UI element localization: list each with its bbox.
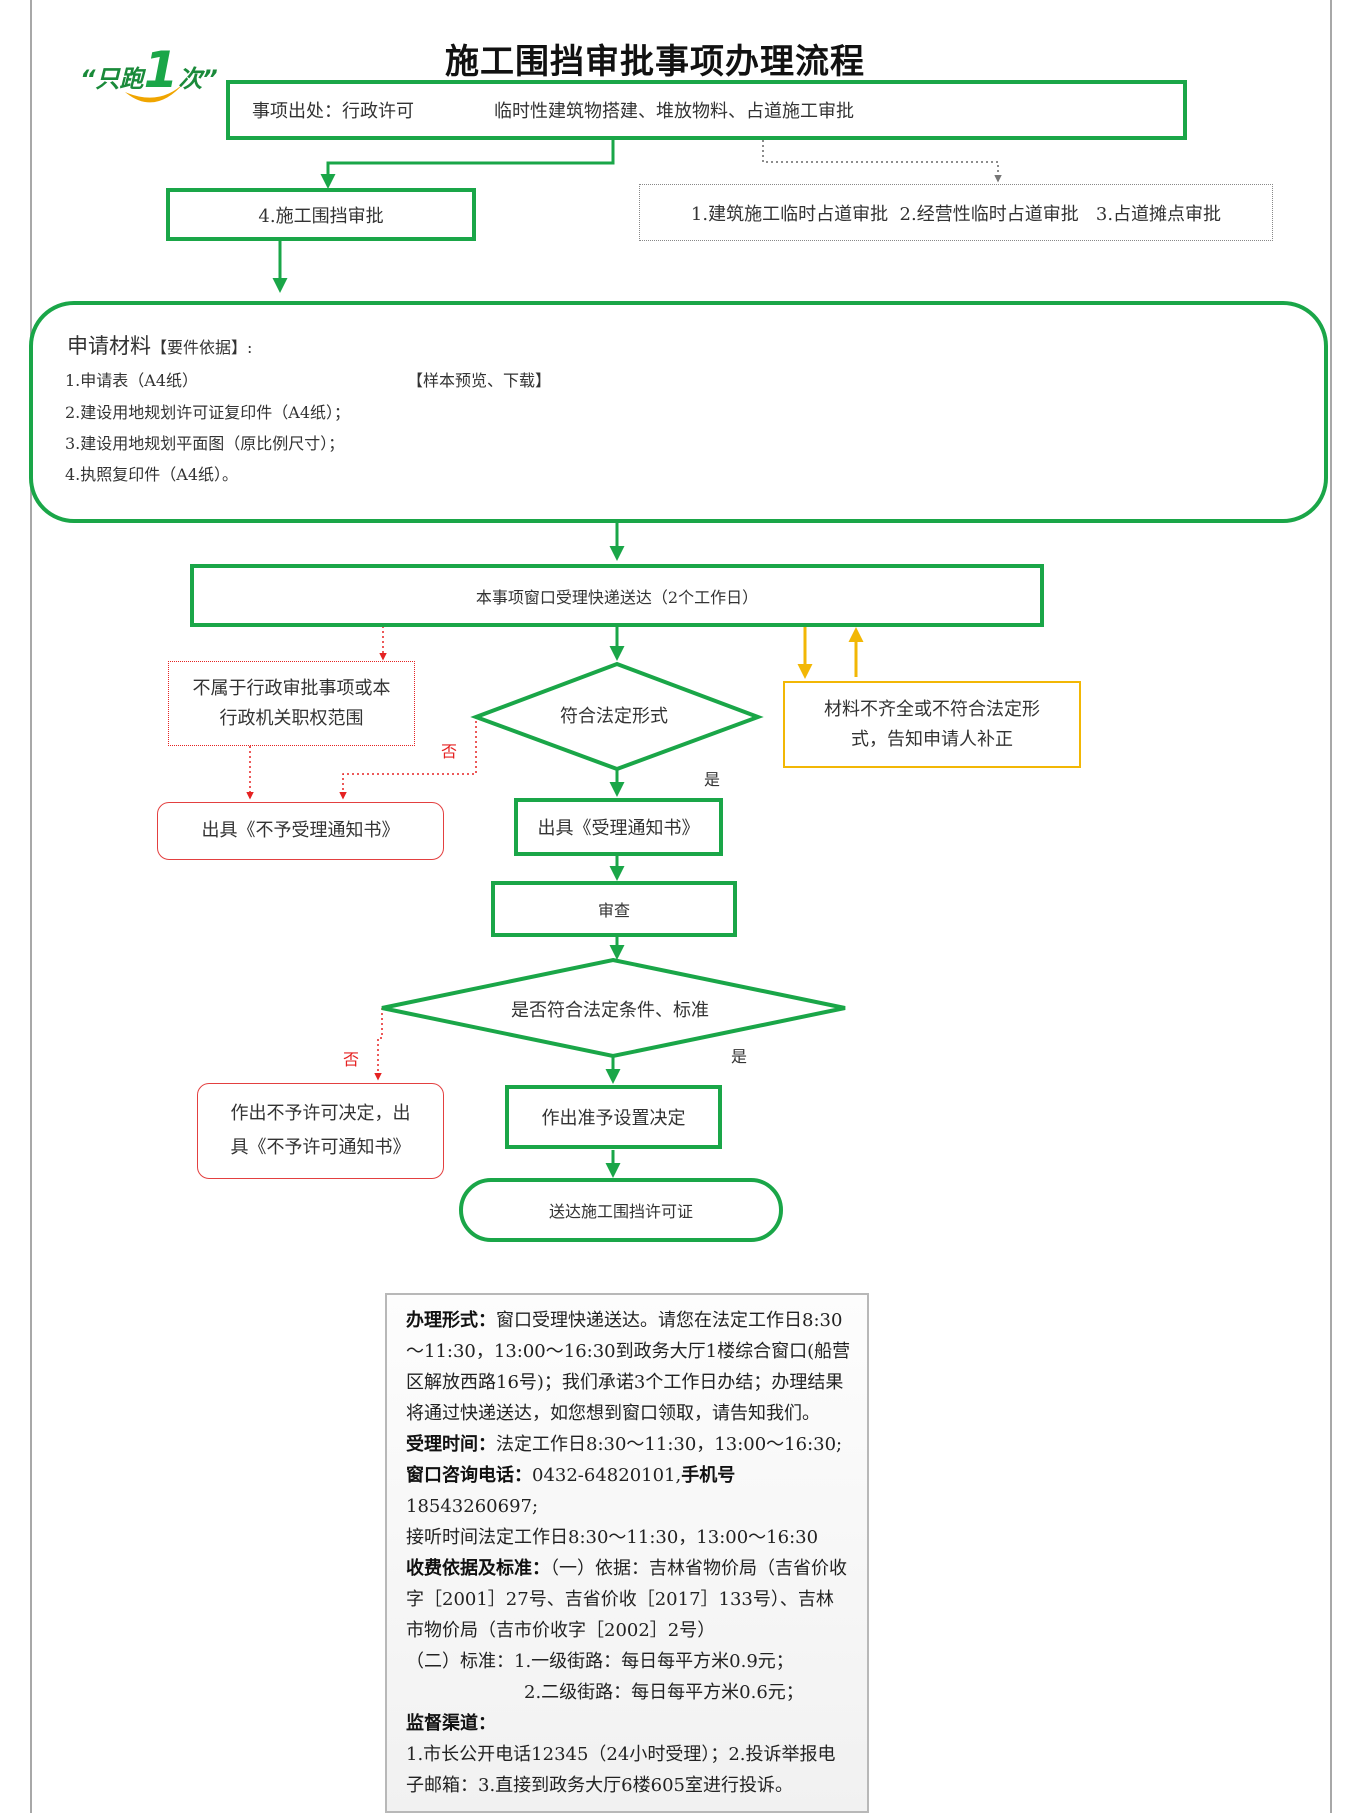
logo-swoosh-icon xyxy=(125,82,185,103)
info-hours: 受理时间：法定工作日8:30～11:30，13:00～16:30; xyxy=(406,1429,851,1460)
grant-decision-box: 作出准予设置决定 xyxy=(505,1085,722,1149)
info-phone-label: 窗口咨询电话： xyxy=(406,1465,532,1486)
page-title: 施工围挡审批事项办理流程 xyxy=(445,42,865,82)
logo: “只跑1次” xyxy=(80,32,218,112)
source-scope: 临时性建筑物搭建、堆放物料、占道施工审批 xyxy=(494,101,854,122)
not-in-scope-line-2: 行政机关职权范围 xyxy=(219,707,364,729)
info-answer-hours: 接听时间法定工作日8:30～11:30，13:00～16:30 xyxy=(406,1527,819,1548)
reject-notice-label: 出具《不予受理通知书》 xyxy=(201,820,400,841)
sample-link[interactable]: 【样本预览、下载】 xyxy=(407,371,552,390)
incomplete-box: 材料不齐全或不符合法定形 式，告知申请人补正 xyxy=(783,681,1081,768)
info-method-text: 窗口受理快递送达。请您在法定工作日8:30～11:30，13:00～16:30到… xyxy=(406,1310,851,1424)
accept-notice-box: 出具《受理通知书》 xyxy=(514,798,723,856)
info-supervise: 监督渠道： xyxy=(406,1708,851,1739)
info-fee-standard-1: （二）标准：1.一级街路：每日每平方米0.9元； xyxy=(406,1651,794,1672)
item-box-label: 4.施工围挡审批 xyxy=(258,205,384,227)
info-supervise-label: 监督渠道： xyxy=(406,1713,496,1734)
info-fee-standard-2: 2.二级街路：每日每平方米0.6元； xyxy=(524,1682,804,1703)
review-label: 审查 xyxy=(597,901,630,920)
info-phone-text: 0432-64820101, xyxy=(532,1465,682,1486)
material-item-3: 3.建设用地规划平面图（原比例尺寸）； xyxy=(65,434,345,453)
source-label: 事项出处：行政许可 xyxy=(252,101,414,122)
yes-label-2: 是 xyxy=(731,1047,748,1066)
logo-digit: 1 xyxy=(143,41,179,99)
deliver-label: 送达施工围挡许可证 xyxy=(548,1202,693,1221)
arrow-source-to-related xyxy=(762,140,1002,183)
info-phone: 窗口咨询电话：0432-64820101,手机号 18543260697; xyxy=(406,1460,851,1522)
source-box: 事项出处：行政许可 临时性建筑物搭建、堆放物料、占道施工审批 xyxy=(226,80,1187,140)
check-form-label: 符合法定形式 xyxy=(560,706,668,727)
info-hours-text: 法定工作日8:30～11:30，13:00～16:30; xyxy=(496,1434,843,1455)
info-mobile-label: 手机号 xyxy=(681,1465,736,1486)
logo-text-before: “只跑 xyxy=(80,65,144,93)
incomplete-line-2: 式，告知申请人补正 xyxy=(851,728,1013,750)
check-conditions-label: 是否符合法定条件、标准 xyxy=(511,1000,709,1021)
logo-text-after: 次” xyxy=(178,65,218,93)
grant-decision-label: 作出准予设置决定 xyxy=(541,1108,686,1129)
materials-box: 申请材料【要件依据】: 1.申请表（A4纸） 【样本预览、下载】 2.建设用地规… xyxy=(29,301,1328,523)
item-box: 4.施工围挡审批 xyxy=(166,188,476,241)
not-in-scope-box: 不属于行政审批事项或本 行政机关职权范围 xyxy=(168,661,415,746)
accept-box: 本事项窗口受理快递送达（2个工作日） xyxy=(190,564,1044,627)
page-left-rule xyxy=(30,0,32,1813)
info-method-label: 办理形式： xyxy=(406,1310,496,1331)
arrow-source-to-item xyxy=(320,140,615,189)
yes-label-1: 是 xyxy=(704,770,721,789)
arrow-conditions-no-to-deny xyxy=(374,1008,383,1081)
info-fee: 收费依据及标准：（一）依据：吉林省物价局（吉省价收字［2001］27号、吉省价收… xyxy=(406,1553,851,1646)
page-right-rule xyxy=(1330,0,1332,1813)
deliver-box: 送达施工围挡许可证 xyxy=(459,1178,783,1242)
no-label-1: 否 xyxy=(441,742,458,761)
not-in-scope-line-1: 不属于行政审批事项或本 xyxy=(192,677,391,699)
related-items-text: 1.建筑施工临时占道审批 2.经营性临时占道审批 3.占道摊点审批 xyxy=(690,203,1222,225)
check-form-diamond xyxy=(470,661,764,772)
deny-decision-line-1: 作出不予许可决定，出 xyxy=(230,1103,411,1124)
info-fee-basis: （一）依据：吉林省物价局（吉省价收字［2001］27号、吉省价收［2017］13… xyxy=(406,1558,847,1641)
related-items-box: 1.建筑施工临时占道审批 2.经营性临时占道审批 3.占道摊点审批 xyxy=(639,184,1273,241)
materials-heading-suffix: 【要件依据】: xyxy=(151,338,253,357)
info-mobile-text: 18543260697; xyxy=(406,1496,539,1517)
incomplete-line-1: 材料不齐全或不符合法定形 xyxy=(824,698,1040,720)
info-method: 办理形式：窗口受理快递送达。请您在法定工作日8:30～11:30，13:00～1… xyxy=(406,1305,851,1429)
accept-notice-label: 出具《受理通知书》 xyxy=(537,818,700,839)
info-fee-label: 收费依据及标准： xyxy=(406,1558,550,1579)
no-label-2: 否 xyxy=(343,1050,360,1069)
accept-box-label: 本事项窗口受理快递送达（2个工作日） xyxy=(475,587,759,607)
material-item-1: 1.申请表（A4纸） xyxy=(65,371,199,390)
deny-decision-line-2: 具《不予许可通知书》 xyxy=(230,1137,411,1158)
info-hours-label: 受理时间： xyxy=(406,1434,496,1455)
reject-notice-box: 出具《不予受理通知书》 xyxy=(157,802,444,860)
info-box: 办理形式：窗口受理快递送达。请您在法定工作日8:30～11:30，13:00～1… xyxy=(385,1293,869,1813)
deny-decision-box: 作出不予许可决定，出 具《不予许可通知书》 xyxy=(197,1083,444,1179)
info-supervise-text: 1.市长公开电话12345（24小时受理）；2.投诉举报电子邮箱：3.直接到政务… xyxy=(406,1744,836,1796)
review-box: 审查 xyxy=(491,881,737,937)
material-item-4: 4.执照复印件（A4纸）。 xyxy=(65,465,239,484)
materials-heading: 申请材料 xyxy=(67,334,151,358)
material-item-2: 2.建设用地规划许可证复印件（A4纸）； xyxy=(65,403,351,422)
check-conditions-diamond xyxy=(381,957,846,1059)
